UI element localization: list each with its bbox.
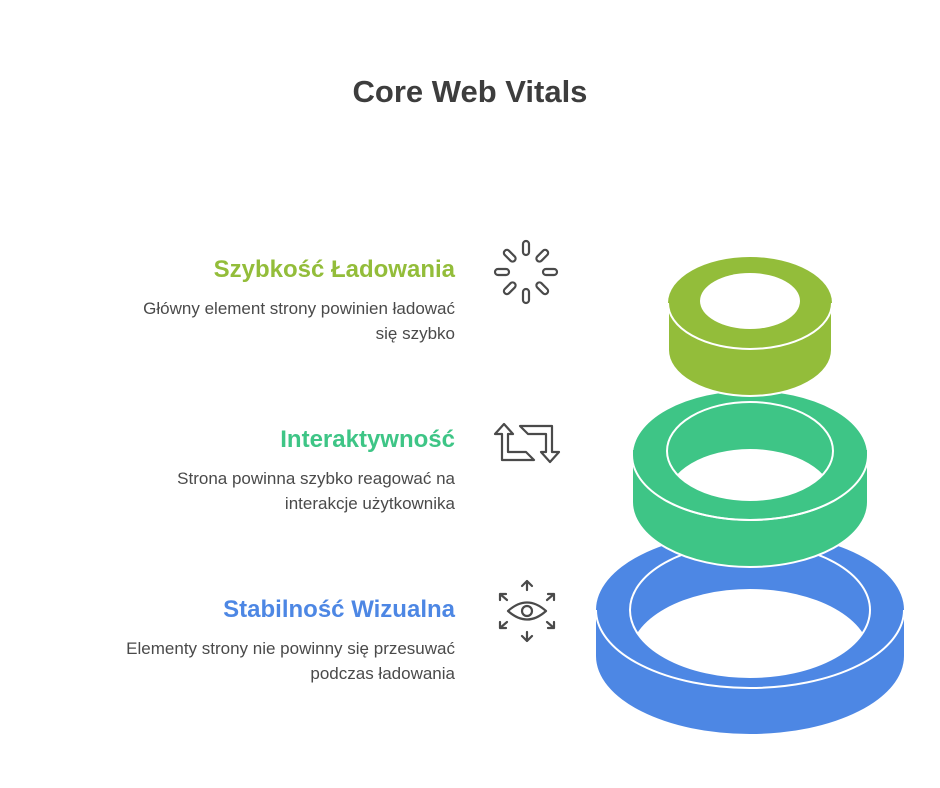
item-heading: Interaktywność — [280, 426, 455, 453]
description-line: Strona powinna szybko reagować na — [177, 469, 455, 488]
item-loading-speed: Szybkość Ładowania Główny element strony… — [15, 256, 455, 346]
repeat-arrows-icon — [493, 422, 561, 464]
description-line: podczas ładowania — [310, 664, 455, 683]
item-interactivity: Interaktywność Strona powinna szybko rea… — [15, 426, 455, 516]
page-title: Core Web Vitals — [352, 74, 588, 109]
description-line: interakcje użytkownika — [284, 494, 455, 513]
ring-loading-speed — [667, 257, 833, 397]
item-description: Elementy strony nie powinny się przesuwa… — [15, 636, 455, 686]
item-visual-stability: Stabilność Wizualna Elementy strony nie … — [15, 596, 455, 686]
description-line: się szybko — [375, 324, 455, 343]
ring-interactivity — [631, 389, 869, 568]
loading-spinner-icon — [493, 239, 559, 305]
item-heading: Stabilność Wizualna — [223, 596, 455, 623]
description-line: Główny element strony powinien ładować — [143, 299, 455, 318]
ring-visual-stability — [595, 532, 905, 734]
item-description: Strona powinna szybko reagować na interak… — [15, 466, 455, 516]
eye-arrows-icon — [498, 579, 556, 643]
description-line: Elementy strony nie powinny się przesuwa… — [126, 639, 455, 658]
item-heading: Szybkość Ładowania — [213, 256, 455, 283]
item-description: Główny element strony powinien ładować si… — [15, 296, 455, 346]
